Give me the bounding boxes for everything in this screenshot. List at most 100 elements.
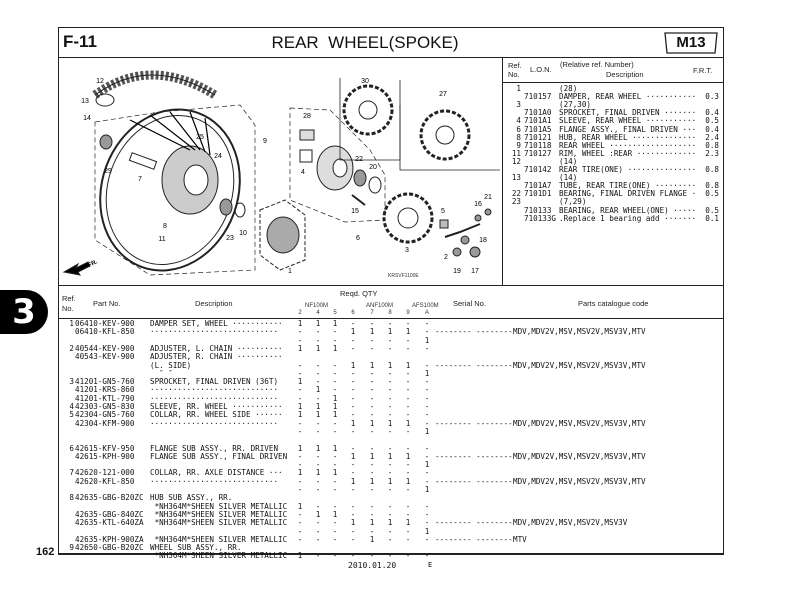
front-marker: FR. [87, 259, 99, 269]
part-number: 42635-GBG-840ZC [75, 509, 144, 519]
callout-label: 1 [288, 268, 292, 275]
lon: 710157 [524, 92, 552, 102]
ref-table-row: 1(28) [502, 84, 724, 93]
part-number: 42304-KFM-900 [75, 418, 135, 428]
ref-description: SLEEVE, REAR WHEEL ··········· [559, 116, 697, 126]
qty-value: - [315, 377, 321, 387]
frt: 2.4 [705, 132, 719, 142]
lon: 710121 [524, 132, 552, 142]
qty-value: - [424, 476, 430, 486]
ref-no: 3 [69, 377, 74, 387]
part-description: SPROCKET, FINAL DRIVEN (36T) [150, 377, 279, 387]
qty-value: - [405, 385, 411, 395]
page-frame [58, 27, 724, 555]
qty-value: - [297, 368, 303, 378]
qty-value: - [405, 485, 411, 494]
model-nf100m: NF100M [305, 303, 329, 309]
qty-value: - [405, 443, 411, 453]
qty-value: - [405, 319, 411, 328]
callout-label: 29 [104, 168, 112, 175]
qty-value: 1 [315, 410, 321, 420]
qty-value: 1 [315, 385, 321, 395]
callout-label: 21 [484, 194, 492, 201]
frt: 0.5 [705, 205, 719, 215]
model-afs100m: AFS100M [412, 303, 439, 309]
callout-label: 14 [83, 115, 91, 122]
qty-value: - [350, 551, 356, 561]
col-ref-no: Ref.No. [62, 294, 76, 314]
qty-value: - [424, 468, 430, 478]
part-description: ···························· [150, 418, 279, 428]
ref-no: 9 [69, 543, 74, 553]
ref-description: TUBE, REAR TIRE(ONE) ········· [559, 181, 697, 191]
qty-value: - [387, 335, 393, 345]
qty-value: 1 [424, 368, 430, 378]
qty-value: - [405, 402, 411, 411]
ref-description: (27,30) [559, 100, 592, 110]
qty-value: 1 [387, 360, 393, 370]
qty-value: - [424, 402, 430, 411]
part-number: 42615-KPH-900 [75, 451, 135, 461]
qty-value: 1 [424, 335, 430, 345]
part-description: ADJUSTER, L. CHAIN ·········· [150, 343, 283, 353]
ref-description: (14) [559, 173, 578, 183]
qty-value: 1 [369, 451, 375, 461]
qty-value: 1 [297, 443, 303, 453]
ref-header-ref-no: Ref.No. [508, 61, 522, 79]
table-row: 42635-KPH-900ZA *NH364M*SHEEN SILVER MET… [58, 534, 724, 544]
table-row: 42635-GBG-840ZC *NH364M*SHEEN SILVER MET… [58, 509, 724, 519]
qty-value: 1 [369, 418, 375, 428]
qty-value: 1 [332, 319, 338, 328]
ref-description: BEARING, FINAL DRIVEN FLANGE · [559, 189, 697, 199]
ref-description: RIM, WHEEL :REAR ············· [559, 148, 697, 158]
qty-value: 1 [387, 476, 393, 486]
lon: 7101A0 [524, 108, 552, 118]
qty-column-header: 2 [298, 310, 302, 316]
qty-value: - [332, 476, 338, 486]
callout-label: 22 [355, 156, 363, 163]
ref-no: 8 [69, 493, 74, 503]
section-tab[interactable]: 3 [0, 290, 48, 334]
qty-value: 1 [405, 327, 411, 337]
part-number: 42620-KFL-850 [75, 476, 135, 486]
part-description: WHEEL SUB ASSY., RR. [150, 543, 242, 553]
catalogue-code: MDV,MDV2V,MSV,MSV2V,MSV3V,MTV [513, 476, 646, 486]
ref-description: DAMPER, REAR WHEEL ··········· [559, 92, 697, 102]
table-row: 42620-KFL-850···························… [58, 476, 724, 486]
qty-value: - [405, 526, 411, 536]
qty-value: - [405, 551, 411, 561]
page-title: REAR WHEEL(SPOKE) [271, 33, 459, 52]
ref-no: 3 [516, 100, 521, 110]
qty-value: - [424, 551, 430, 561]
serial-no: -------- -------- [435, 476, 513, 486]
callout-label: 15 [351, 208, 359, 215]
qty-value: - [332, 526, 338, 536]
qty-value: - [424, 327, 430, 337]
ref-header-ref: Ref. [508, 61, 522, 70]
part-number: 41201-KTL-790 [75, 393, 135, 403]
table-row: 06410-KFL-850···························… [58, 327, 724, 337]
qty-value: 1 [387, 518, 393, 528]
sprocket-30-drawing [342, 84, 394, 136]
callout-label: 2 [444, 254, 448, 261]
qty-value: - [369, 368, 375, 378]
qty-value: - [315, 526, 321, 536]
table-row: 41201-KRS-860···························… [58, 385, 724, 395]
part-number: 42635-KPH-900ZA [75, 534, 144, 544]
footer-date: 2010.01.20 [348, 561, 397, 570]
qty-value: 1 [332, 509, 338, 519]
frt: 0.8 [705, 165, 719, 174]
qty-value: - [350, 534, 356, 544]
qty-value: 1 [350, 418, 356, 428]
callout-label: 27 [439, 91, 447, 98]
ref-table-row: 710133G.Replace 1 bearing add ·······0.1 [502, 214, 724, 223]
callout-label: 8 [163, 223, 167, 230]
qty-value: - [405, 343, 411, 353]
qty-value: 1 [350, 476, 356, 486]
qty-value: - [350, 385, 356, 395]
